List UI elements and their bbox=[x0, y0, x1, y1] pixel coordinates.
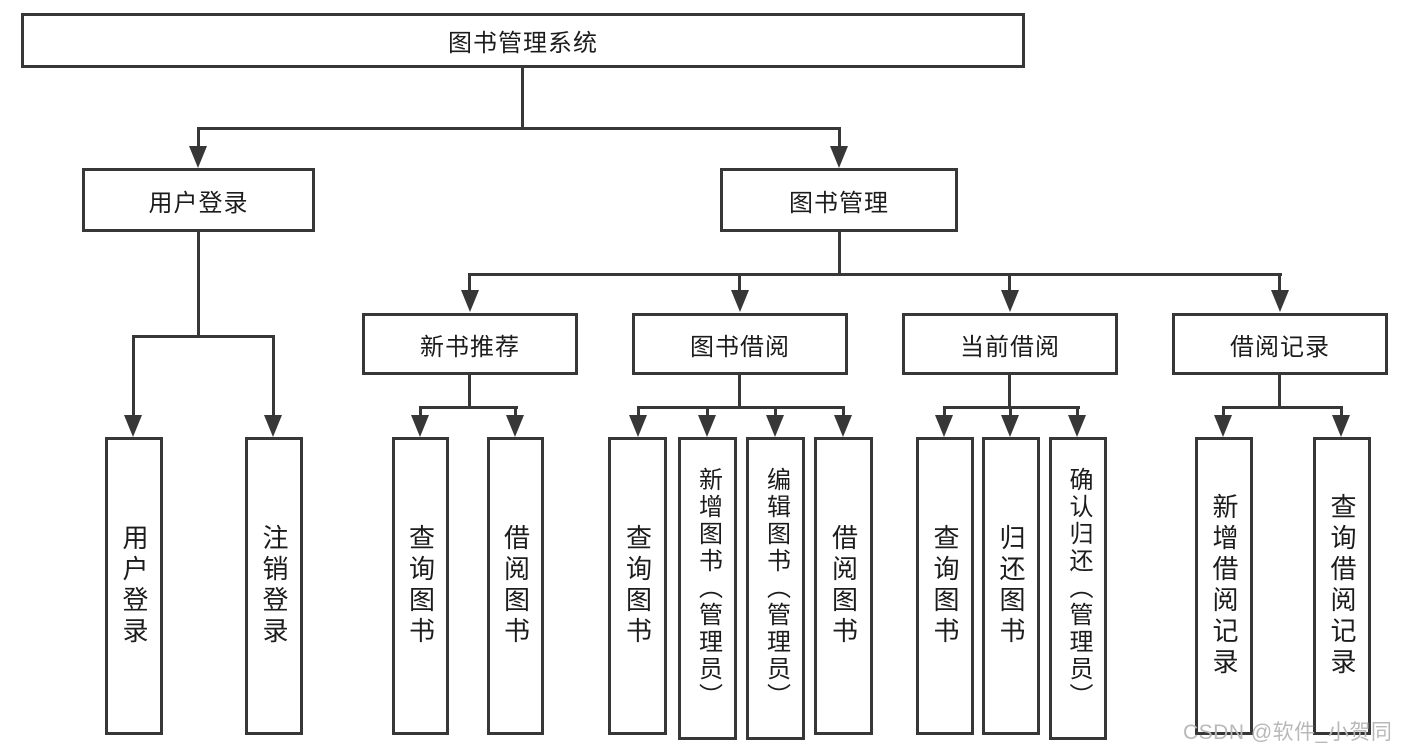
connector-line bbox=[197, 127, 841, 130]
leaf-cb-query-books: 查询图书 bbox=[916, 437, 974, 735]
connector-line bbox=[1340, 406, 1343, 417]
connector-line bbox=[1008, 375, 1011, 407]
arrow-down-icon bbox=[766, 415, 784, 437]
leaf-label: 查询借阅记录 bbox=[1327, 493, 1357, 679]
connector-line bbox=[1278, 273, 1281, 292]
connector-line bbox=[1008, 273, 1011, 292]
connector-line bbox=[468, 375, 471, 407]
arrow-down-icon bbox=[698, 415, 716, 437]
leaf-nbr-query-books: 查询图书 bbox=[392, 437, 449, 735]
leaf-label: 查询图书 bbox=[930, 524, 960, 648]
connector-line bbox=[1009, 406, 1012, 417]
leaf-br-add-borrow-record: 新增借阅记录 bbox=[1195, 437, 1253, 735]
node-current-borrowing: 当前借阅 bbox=[902, 313, 1118, 375]
arrow-down-icon bbox=[461, 290, 479, 312]
leaf-logout: 注销登录 bbox=[245, 437, 303, 735]
connector-line bbox=[272, 335, 275, 417]
node-book-borrowing: 图书借阅 bbox=[632, 313, 848, 375]
leaf-nbr-borrow-books: 借阅图书 bbox=[487, 437, 544, 735]
arrow-down-icon bbox=[629, 415, 647, 437]
connector-line bbox=[637, 406, 640, 417]
connector-line bbox=[706, 406, 709, 417]
arrow-down-icon bbox=[124, 415, 142, 437]
leaf-bb-edit-books-admin: 编辑图书（管理员） bbox=[746, 437, 805, 740]
connector-line bbox=[469, 273, 1282, 276]
arrow-down-icon bbox=[1001, 415, 1019, 437]
arrow-down-icon bbox=[834, 415, 852, 437]
connector-line bbox=[132, 335, 275, 338]
connector-line bbox=[774, 406, 777, 417]
leaf-user-login: 用户登录 bbox=[105, 437, 163, 735]
leaf-label: 注销登录 bbox=[259, 524, 289, 648]
connector-line bbox=[521, 68, 524, 127]
leaf-label: 借阅图书 bbox=[500, 524, 531, 648]
connector-line bbox=[468, 273, 471, 292]
node-root: 图书管理系统 bbox=[21, 13, 1025, 68]
leaf-label: 查询图书 bbox=[622, 524, 653, 648]
connector-line bbox=[197, 127, 200, 148]
connector-line bbox=[132, 335, 135, 417]
leaf-label: 查询图书 bbox=[405, 524, 436, 648]
leaf-label: 借阅图书 bbox=[828, 524, 859, 648]
connector-line bbox=[838, 232, 841, 273]
arrow-down-icon bbox=[411, 415, 429, 437]
node-user-login: 用户登录 bbox=[82, 168, 315, 232]
leaf-br-query-borrow-record: 查询借阅记录 bbox=[1313, 437, 1371, 735]
leaf-label: 归还图书 bbox=[996, 524, 1026, 648]
leaf-label: 新增图书（管理员） bbox=[694, 467, 722, 710]
arrow-down-icon bbox=[506, 415, 524, 437]
leaf-bb-query-books: 查询图书 bbox=[608, 437, 667, 735]
node-new-book-recommendation: 新书推荐 bbox=[362, 313, 578, 375]
connector-line bbox=[514, 406, 517, 417]
arrow-down-icon bbox=[1214, 415, 1232, 437]
arrow-down-icon bbox=[1068, 415, 1086, 437]
arrow-down-icon bbox=[731, 290, 749, 312]
connector-line bbox=[197, 232, 200, 335]
leaf-bb-borrow-books: 借阅图书 bbox=[814, 437, 873, 735]
watermark-text: CSDN @软件_小贺同学 bbox=[1183, 721, 1393, 744]
connector-line bbox=[842, 406, 845, 417]
arrow-down-icon bbox=[264, 415, 282, 437]
connector-line bbox=[738, 273, 741, 292]
connector-line bbox=[1222, 406, 1343, 409]
connector-line bbox=[1076, 406, 1079, 417]
arrow-down-icon bbox=[935, 415, 953, 437]
connector-line bbox=[838, 127, 841, 148]
leaf-label: 编辑图书（管理员） bbox=[762, 467, 790, 710]
connector-line bbox=[419, 406, 422, 417]
arrow-down-icon bbox=[1001, 290, 1019, 312]
connector-line bbox=[637, 406, 844, 409]
arrow-down-icon bbox=[830, 146, 848, 168]
arrow-down-icon bbox=[1332, 415, 1350, 437]
leaf-bb-add-books-admin: 新增图书（管理员） bbox=[678, 437, 737, 740]
arrow-down-icon bbox=[1271, 290, 1289, 312]
node-borrowing-records: 借阅记录 bbox=[1172, 313, 1388, 375]
leaf-cb-confirm-return-admin: 确认归还（管理员） bbox=[1049, 437, 1107, 740]
connector-line bbox=[738, 375, 741, 407]
connector-line bbox=[1222, 406, 1225, 417]
leaf-label: 确认归还（管理员） bbox=[1065, 467, 1092, 710]
connector-line bbox=[1278, 375, 1281, 407]
connector-line bbox=[419, 406, 518, 409]
connector-line bbox=[943, 406, 946, 417]
leaf-label: 用户登录 bbox=[119, 524, 149, 648]
node-book-management: 图书管理 bbox=[720, 168, 958, 232]
leaf-cb-return-books: 归还图书 bbox=[982, 437, 1040, 735]
leaf-label: 新增借阅记录 bbox=[1209, 493, 1239, 679]
arrow-down-icon bbox=[189, 146, 207, 168]
